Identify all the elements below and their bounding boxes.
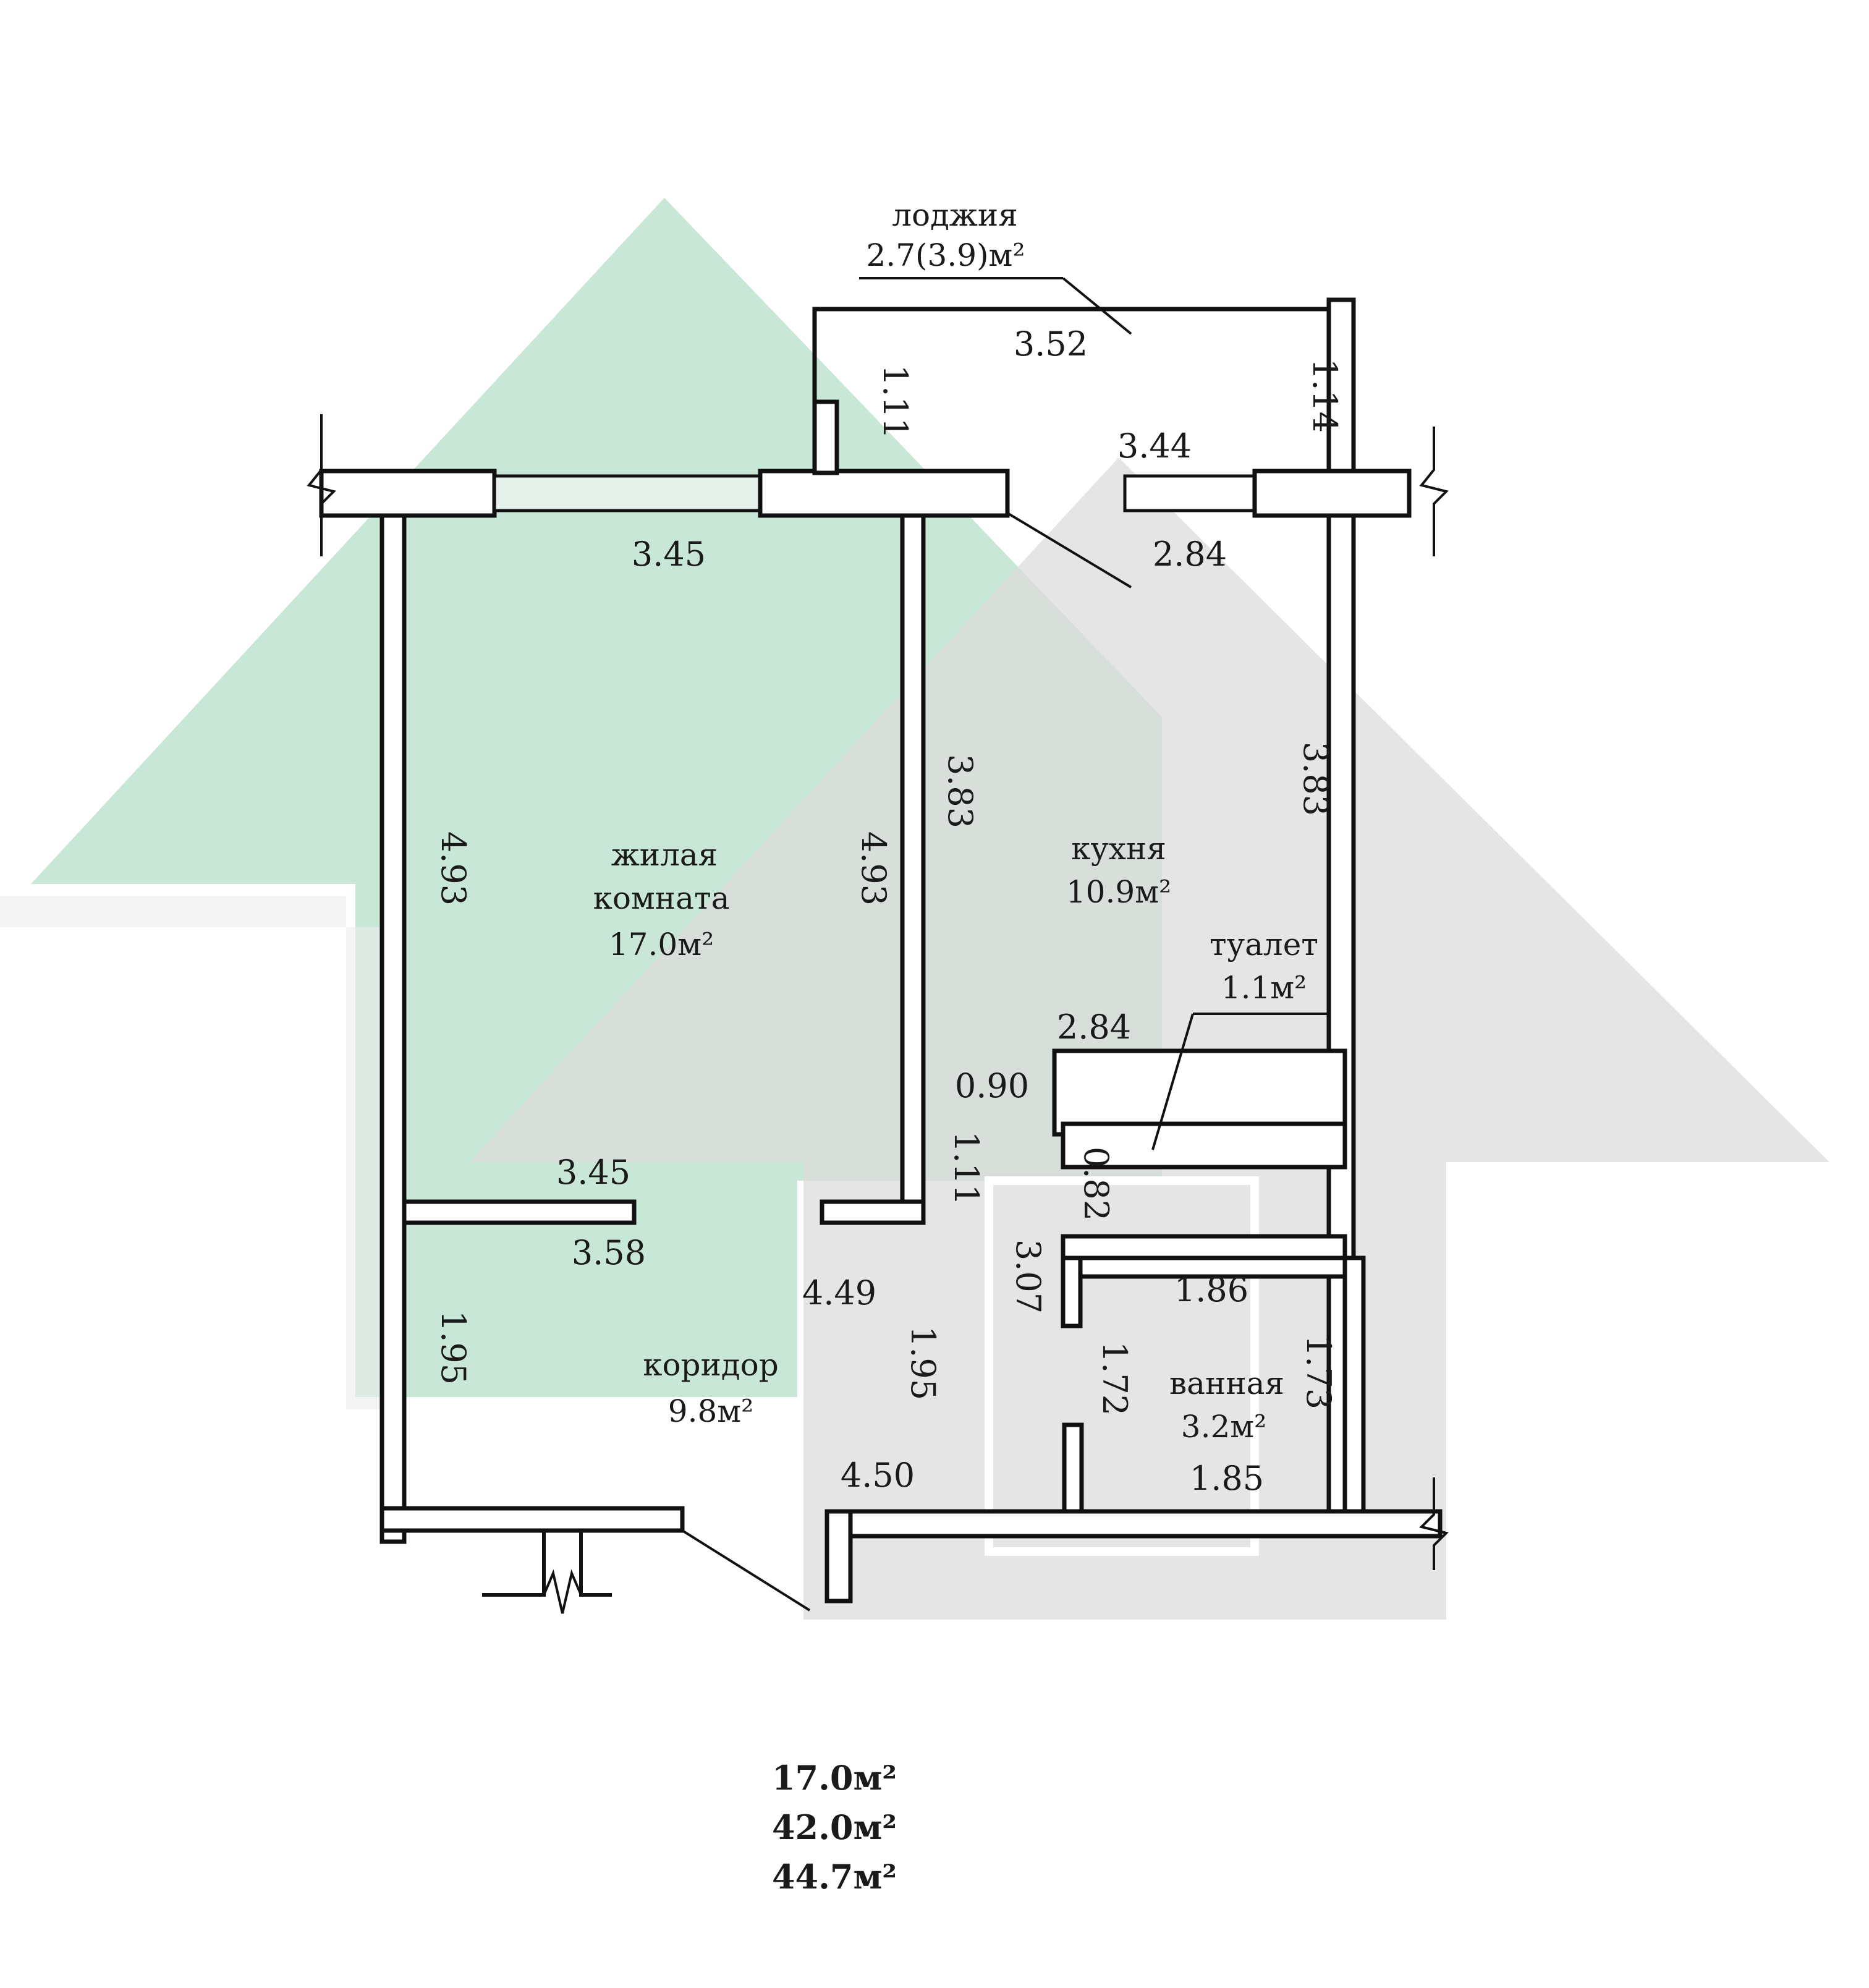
dim-kitchen-width-top: 2.84 bbox=[1153, 535, 1227, 574]
living-right-wall bbox=[900, 513, 926, 1223]
loggia-name: лоджия bbox=[892, 197, 1018, 233]
entrance-stub-right bbox=[579, 1531, 612, 1597]
bath-name: ванная bbox=[1169, 1366, 1284, 1401]
window-living bbox=[493, 474, 762, 512]
break-mark-bottom-right bbox=[1419, 1477, 1449, 1570]
dim-corridor-bottom: 4.50 bbox=[841, 1456, 915, 1495]
corridor-leader bbox=[681, 1529, 811, 1612]
kitchen-leader bbox=[1006, 512, 1132, 588]
living-right-foot bbox=[820, 1199, 926, 1225]
toilet-lower-wall bbox=[1061, 1234, 1347, 1260]
kitchen-area: 10.9м² bbox=[1066, 874, 1171, 910]
toilet-area: 1.1м² bbox=[1221, 970, 1307, 1006]
window-kitchen bbox=[1123, 474, 1257, 512]
loggia-area: 2.7(3.9)м² bbox=[867, 237, 1025, 273]
walls bbox=[307, 297, 1449, 1614]
dim-loggia-right-depth: 1.14 bbox=[1305, 359, 1344, 433]
living-area: 17.0м² bbox=[609, 927, 714, 962]
bath-right-wall bbox=[1342, 1255, 1366, 1526]
dim-bath-left-height: 1.72 bbox=[1095, 1341, 1134, 1416]
entrance-break bbox=[543, 1569, 582, 1614]
living-name-1: жилая bbox=[611, 837, 718, 873]
leader-lines bbox=[681, 277, 1329, 1612]
dim-living-left-height: 4.93 bbox=[434, 831, 473, 906]
toilet-mid-wall bbox=[1061, 1121, 1347, 1170]
total-area-with-loggia: 44.7м² bbox=[772, 1857, 897, 1897]
light-gray-arrow-shadow bbox=[0, 896, 396, 1409]
dim-corridor-opening: 1.11 bbox=[947, 1131, 986, 1205]
area-totals: 17.0м² 42.0м² 44.7м² bbox=[772, 1758, 897, 1897]
toilet-name: туалет bbox=[1210, 927, 1318, 962]
dim-bath-width-top: 1.86 bbox=[1174, 1270, 1248, 1309]
dim-bath-right-height: 1.73 bbox=[1299, 1335, 1338, 1409]
dim-corridor-right-height: 1.95 bbox=[904, 1326, 943, 1400]
bath-area: 3.2м² bbox=[1181, 1409, 1266, 1445]
dim-kitchen-left-height: 3.83 bbox=[941, 754, 980, 828]
total-area: 42.0м² bbox=[772, 1807, 897, 1847]
dim-toilet-height: 0.90 bbox=[955, 1066, 1029, 1105]
top-wall-right bbox=[1252, 469, 1412, 518]
dim-kitchen-window: 3.44 bbox=[1117, 427, 1192, 465]
top-wall-mid bbox=[758, 469, 1010, 518]
dim-bath-width-bottom: 1.85 bbox=[1190, 1459, 1264, 1498]
dim-toilet-width: 2.84 bbox=[1057, 1008, 1131, 1047]
dim-living-width-top: 3.45 bbox=[632, 535, 706, 574]
bottom-wall-right bbox=[824, 1509, 1443, 1539]
living-bottom-wall bbox=[402, 1199, 637, 1225]
corridor-area: 9.8м² bbox=[668, 1393, 753, 1429]
top-wall-left bbox=[319, 469, 497, 518]
loggia-divider bbox=[812, 399, 839, 475]
dim-loggia-width: 3.52 bbox=[1014, 325, 1088, 363]
gray-arrow-shape bbox=[470, 457, 1829, 1620]
toilet-top-wall bbox=[1052, 1048, 1347, 1137]
loggia-leader-diag bbox=[1062, 277, 1132, 335]
loggia-wall bbox=[812, 307, 1329, 408]
bath-door-post bbox=[1062, 1422, 1084, 1520]
dim-living-right-height: 4.93 bbox=[854, 831, 893, 906]
living-left-wall bbox=[379, 513, 407, 1544]
total-living-area: 17.0м² bbox=[772, 1758, 897, 1798]
dim-living-width-bottom: 3.45 bbox=[556, 1153, 630, 1192]
hall-left-post bbox=[1061, 1255, 1083, 1328]
dim-toilet-door: 0.82 bbox=[1077, 1147, 1116, 1221]
corridor-bottom-wall bbox=[379, 1506, 685, 1533]
dim-kitchen-right-height: 3.83 bbox=[1296, 742, 1335, 816]
room-labels: лоджия 2.7(3.9)м² жилая комната 17.0м² к… bbox=[593, 197, 1318, 1445]
kitchen-name: кухня bbox=[1071, 831, 1166, 867]
living-name-2: комната bbox=[593, 880, 730, 916]
dim-corridor-length: 4.49 bbox=[802, 1273, 876, 1312]
bottom-wall-drop bbox=[824, 1509, 853, 1604]
dim-hall-height: 3.07 bbox=[1009, 1239, 1048, 1314]
entrance-stub bbox=[482, 1531, 546, 1597]
dimension-labels: 3.52 1.11 1.14 3.44 3.45 2.84 4.93 4.93 … bbox=[434, 325, 1344, 1498]
dim-corridor-left-height: 1.95 bbox=[434, 1310, 473, 1385]
dim-loggia-left-depth: 1.11 bbox=[876, 365, 915, 439]
hall-outline bbox=[985, 1176, 1259, 1556]
toilet-leader bbox=[1151, 1013, 1194, 1150]
break-mark-right bbox=[1419, 427, 1449, 556]
corridor-name: коридор bbox=[643, 1347, 779, 1383]
dim-corridor-width-top: 3.58 bbox=[572, 1233, 646, 1272]
break-mark-left bbox=[307, 414, 336, 556]
